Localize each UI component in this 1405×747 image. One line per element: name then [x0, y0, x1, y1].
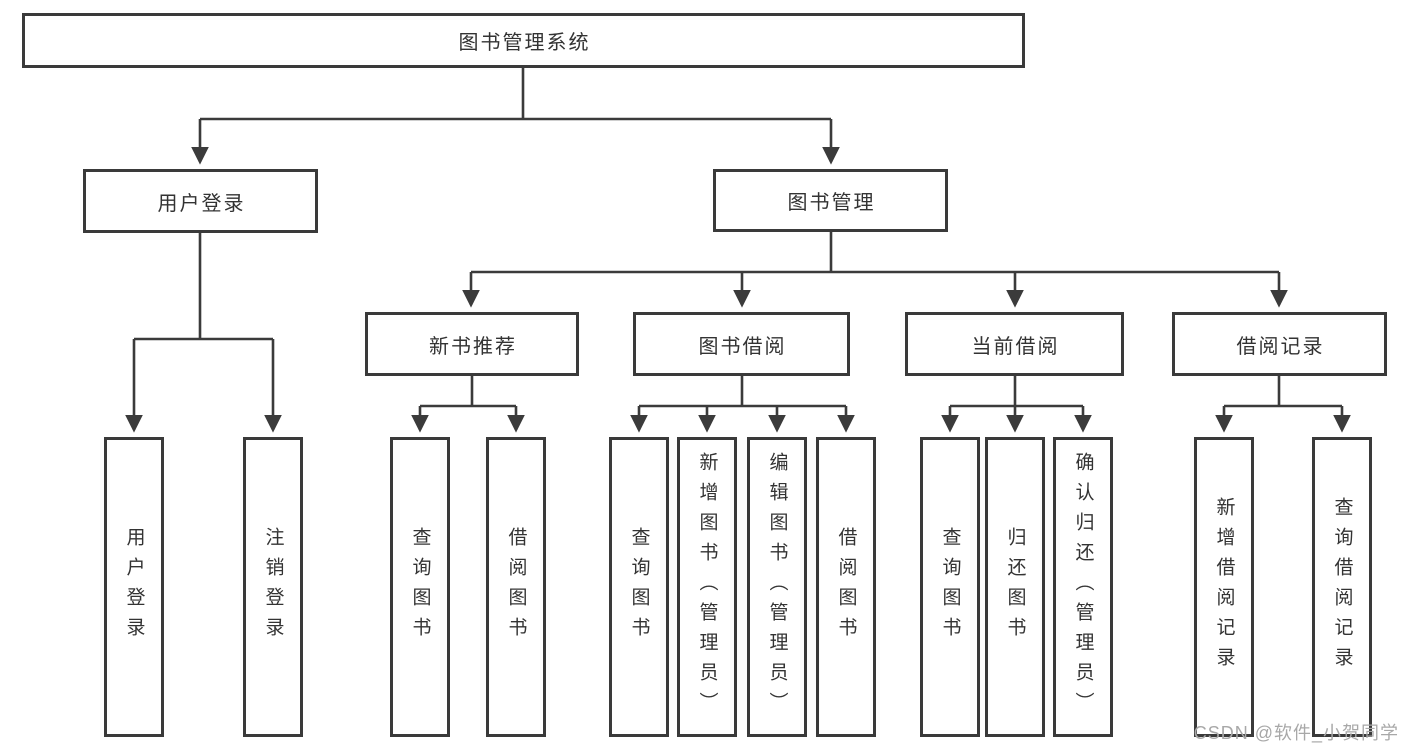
node-user-login: 用户登录 [83, 169, 318, 233]
leaf-cb-confirm-return-admin: 确认归还（管理员） [1053, 437, 1113, 737]
node-new-book-recommend: 新书推荐 [365, 312, 579, 376]
leaf-bb-query-book: 查询图书 [609, 437, 669, 737]
node-root: 图书管理系统 [22, 13, 1025, 68]
node-current-borrow: 当前借阅 [905, 312, 1124, 376]
node-root-label: 图书管理系统 [458, 32, 591, 54]
connector-borrow-record-split [1224, 376, 1342, 408]
leaf-br-query-record-label: 查询借阅记录 [1331, 497, 1353, 677]
node-book-borrow: 图书借阅 [633, 312, 850, 376]
connector-book-management-split [471, 232, 1279, 274]
leaf-bb-borrow-book-label: 借阅图书 [835, 527, 857, 647]
connector-root-split [200, 68, 831, 121]
connector-book-borrow-split [639, 376, 846, 408]
leaf-logout-label: 注销登录 [262, 527, 284, 647]
connector-current-borrow-split [950, 376, 1083, 408]
leaf-br-add-record-label: 新增借阅记录 [1213, 497, 1235, 677]
node-borrow-record-label: 借阅记录 [1236, 335, 1325, 358]
leaf-user-login: 用户登录 [104, 437, 164, 737]
leaf-bb-add-book-admin-label: 新增图书（管理员） [696, 452, 718, 722]
node-new-book-recommend-label: 新书推荐 [429, 335, 517, 358]
leaf-bb-query-book-label: 查询图书 [628, 527, 650, 647]
node-current-borrow-label: 当前借阅 [971, 335, 1060, 358]
leaf-br-query-record: 查询借阅记录 [1312, 437, 1372, 737]
leaf-cb-query-book-label: 查询图书 [939, 527, 961, 647]
leaf-cb-confirm-return-admin-label: 确认归还（管理员） [1072, 452, 1094, 722]
leaf-bb-edit-book-admin: 编辑图书（管理员） [747, 437, 807, 737]
leaf-bb-add-book-admin: 新增图书（管理员） [677, 437, 737, 737]
leaf-nb-query-book: 查询图书 [390, 437, 450, 737]
node-book-borrow-label: 图书借阅 [698, 335, 787, 358]
node-user-login-label: 用户登录 [157, 192, 246, 215]
leaf-user-login-label: 用户登录 [123, 527, 145, 647]
node-book-management: 图书管理 [713, 169, 948, 232]
leaf-nb-borrow-book-label: 借阅图书 [505, 527, 527, 647]
csdn-watermark: CSDN @软件_小贺同学 [1193, 723, 1399, 743]
leaf-cb-query-book: 查询图书 [920, 437, 980, 737]
leaf-cb-return-book-label: 归还图书 [1004, 527, 1026, 647]
connector-new-book-split [420, 376, 516, 408]
connector-user-login-split [134, 233, 273, 341]
leaf-nb-query-book-label: 查询图书 [409, 527, 431, 647]
leaf-cb-return-book: 归还图书 [985, 437, 1045, 737]
leaf-nb-borrow-book: 借阅图书 [486, 437, 546, 737]
leaf-bb-edit-book-admin-label: 编辑图书（管理员） [766, 452, 788, 722]
leaf-br-add-record: 新增借阅记录 [1194, 437, 1254, 737]
node-book-management-label: 图书管理 [787, 192, 876, 214]
leaf-logout: 注销登录 [243, 437, 303, 737]
node-borrow-record: 借阅记录 [1172, 312, 1387, 376]
leaf-bb-borrow-book: 借阅图书 [816, 437, 876, 737]
